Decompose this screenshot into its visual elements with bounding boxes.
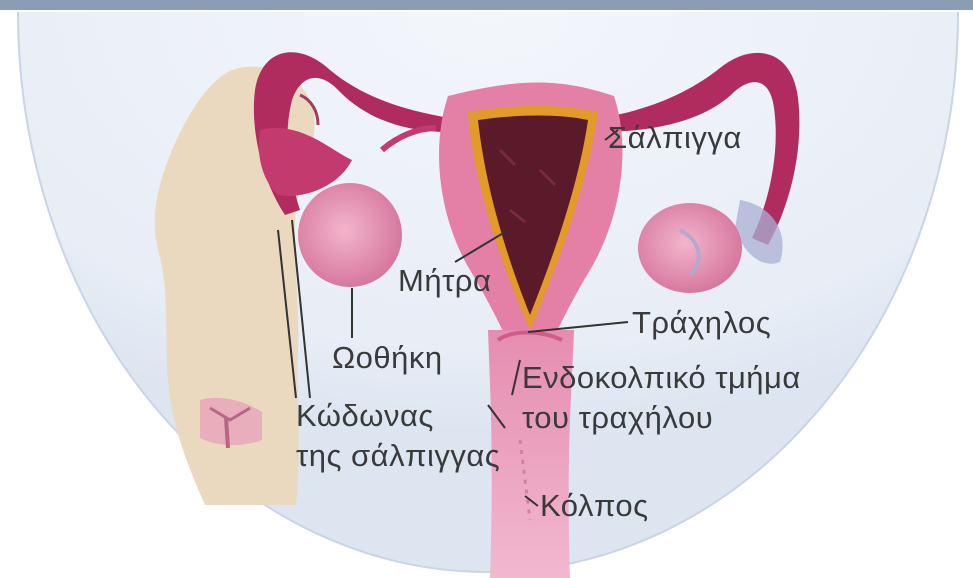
label-fimbriae-line2: της σάλπιγγας	[296, 440, 500, 471]
label-vagina: Κόλπος	[540, 490, 649, 521]
label-ovary: Ωοθήκη	[332, 342, 443, 373]
label-vaginal-part-line1: Ενδοκολπικό τμήμα	[522, 362, 801, 393]
label-fimbriae-line1: Κώδωνας	[296, 400, 434, 431]
label-vaginal-part-line2: του τραχήλου	[522, 402, 713, 433]
label-cervix: Τράχηλος	[632, 307, 771, 338]
label-uterus: Μήτρα	[398, 265, 491, 296]
left-ovary	[298, 183, 402, 287]
label-fallopian-tube: Σάλπιγγα	[608, 122, 742, 153]
right-ovary	[638, 203, 742, 293]
